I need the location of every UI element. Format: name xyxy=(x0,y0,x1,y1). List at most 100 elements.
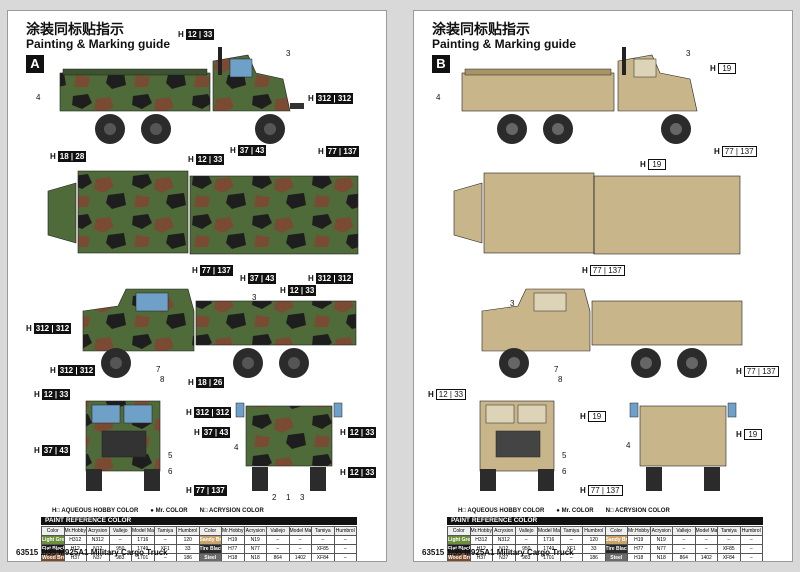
table-cell: – xyxy=(559,535,583,545)
table-cell: 864 xyxy=(266,553,290,561)
table-cell: – xyxy=(266,535,290,545)
table-cell: – xyxy=(153,535,177,545)
plan-view xyxy=(453,172,741,255)
table-header: Model Master xyxy=(288,526,312,536)
scheme-letter: B xyxy=(432,55,450,73)
table-header: Humbrol xyxy=(333,526,357,536)
front-view xyxy=(479,400,555,491)
heading-en: Painting & Marking guide xyxy=(26,37,171,51)
table-header: Tamiya xyxy=(311,526,335,536)
callout-number: 8 xyxy=(160,375,165,384)
table-cell: H19 xyxy=(221,535,245,545)
callout-number: 5 xyxy=(168,451,173,460)
table-header: Color xyxy=(198,526,222,536)
callout-number: 4 xyxy=(436,93,441,102)
table-cell: H19 xyxy=(627,535,651,545)
side-view-top xyxy=(59,47,304,144)
table-cell: N19 xyxy=(243,535,267,545)
scheme-letter: A xyxy=(26,55,44,73)
side-view-bottom xyxy=(481,288,743,378)
callout-number: 4 xyxy=(626,441,631,450)
table-cell: Steel xyxy=(604,553,628,561)
table-cell: – xyxy=(672,544,696,554)
table-cell: – xyxy=(694,544,718,554)
table-cell: 1701 xyxy=(131,553,155,561)
paint-reference-title: PAINT REFERENCE COLOR xyxy=(447,517,763,525)
table-header: Mr.Hobby xyxy=(627,526,651,536)
heading-zh: 涂装同标贴指示 xyxy=(432,22,530,38)
table-cell: N19 xyxy=(649,535,673,545)
table-header: Vallejo xyxy=(266,526,290,536)
table-header: Humbrol xyxy=(739,526,763,536)
table-header: Vallejo xyxy=(514,526,538,536)
table-cell: 120 xyxy=(582,535,606,545)
table-cell: N77 xyxy=(243,544,267,554)
paint-reference-title: PAINT REFERENCE COLOR xyxy=(41,517,357,525)
callout-number: 1 xyxy=(286,493,291,502)
table-cell: 1716 xyxy=(537,535,561,545)
table-cell: H18 xyxy=(627,553,651,561)
callout-number: 2 xyxy=(272,493,277,502)
table-cell: XF84 xyxy=(311,553,335,561)
table-header: Mr.Hobby xyxy=(469,526,493,536)
callout-number: 7 xyxy=(554,365,559,374)
table-header: Tamiya xyxy=(559,526,583,536)
table-cell: 186 xyxy=(176,553,200,561)
callout-number: 6 xyxy=(168,467,173,476)
table-header: Acrysion xyxy=(86,526,110,536)
table-header: Color xyxy=(604,526,628,536)
table-cell: N18 xyxy=(243,553,267,561)
table-cell: – xyxy=(739,544,763,554)
heading-zh: 涂装同标贴指示 xyxy=(26,22,124,38)
table-header: Mr.Hobby xyxy=(221,526,245,536)
table-header: Humbrol xyxy=(582,526,606,536)
table-cell: H312 xyxy=(63,535,87,545)
front-view xyxy=(85,400,161,491)
table-cell: H77 xyxy=(627,544,651,554)
table-cell: – xyxy=(153,553,177,561)
table-cell: H312 xyxy=(469,535,493,545)
table-header: Tamiya xyxy=(153,526,177,536)
camo-truck-artwork xyxy=(47,47,359,491)
callout-number: 3 xyxy=(286,49,291,58)
plan-view xyxy=(47,170,359,255)
table-cell: 33 xyxy=(176,544,200,554)
table-header: Tamiya xyxy=(717,526,741,536)
table-cell: Sandy Brown xyxy=(604,535,628,545)
table-cell: – xyxy=(288,535,312,545)
table-header: Model Master xyxy=(694,526,718,536)
table-cell: – xyxy=(717,535,741,545)
table-cell: – xyxy=(514,535,538,545)
table-cell: N312 xyxy=(492,535,516,545)
table-cell: H18 xyxy=(221,553,245,561)
table-cell: N312 xyxy=(86,535,110,545)
table-cell: 864 xyxy=(672,553,696,561)
table-cell: Steel xyxy=(198,553,222,561)
table-cell: N77 xyxy=(649,544,673,554)
callout-number: 8 xyxy=(558,375,563,384)
heading-en: Painting & Marking guide xyxy=(432,37,577,51)
callout-number: 6 xyxy=(562,467,567,476)
table-cell: – xyxy=(694,535,718,545)
